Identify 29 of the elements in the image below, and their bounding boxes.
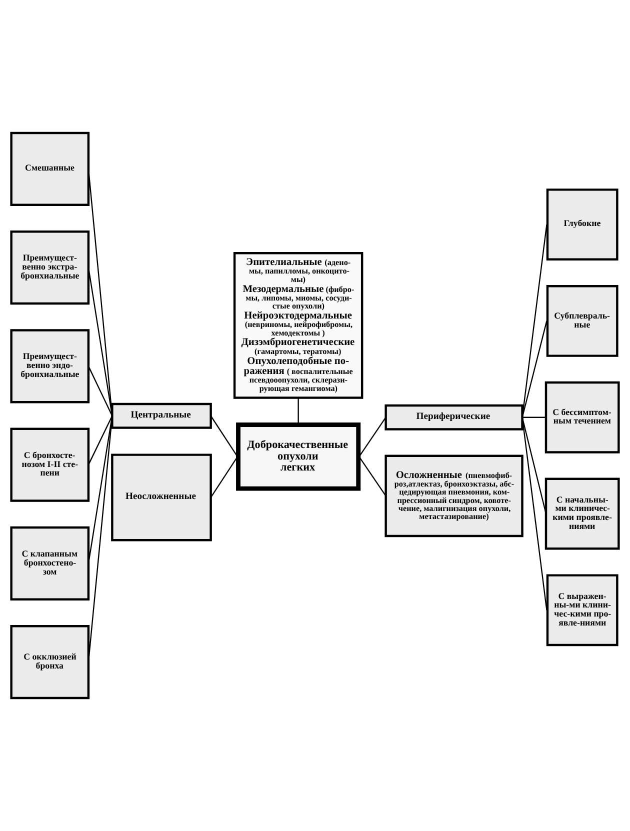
connector — [88, 416, 113, 466]
connector — [522, 416, 546, 418]
node-box: Неосложненные — [111, 454, 212, 542]
node-box: Субплевраль- ные — [546, 284, 618, 357]
connector — [522, 417, 548, 610]
connector — [522, 417, 547, 514]
node-box: Центральные — [111, 402, 212, 429]
connector — [88, 366, 113, 416]
node-box: С начальны- ми клиничес- кими проявле- ниями — [544, 478, 620, 550]
node-box: Осложненные (пневмофиб- роз,атлектаз, бронхоэктазы, абс- цедирующая пневмония, ком- прессионный синдром, ковоте- чение, малигнизация опухоли, метастазирование) — [384, 454, 524, 538]
connector — [358, 456, 386, 496]
node-box: С бессимптом- ным течением — [544, 381, 620, 454]
node-box: С окклюзией бронха — [10, 625, 90, 700]
node-box: Эпителиальные (адено- мы, папилломы, онкоцито- мы) Мезодермальные (фибро- мы, липомы, миомы, сосуди- стые опухоли) Нейроэктодермальные (невриномы, нейрофибромы, хемодектомы ) Дизэмбриогенетические (гамартомы, тератомы) Опухолеподобные по- ражения ( воспалительные псевдооопухоли, склерази- рующая гемангиома) — [233, 252, 364, 399]
connector — [522, 320, 548, 418]
node-box: Доброкачественные опухоли легких — [236, 422, 361, 491]
connector — [210, 456, 238, 498]
node-box: С выражен- ны-ми клини- чес-кими про- явле-ниями — [546, 574, 618, 646]
node-box: Периферические — [384, 404, 524, 430]
node-box: Преимущест- венно эндо- бронхиальные — [10, 329, 90, 404]
node-box: Смешанные — [10, 132, 90, 206]
node-box: Преимущест- венно экстра- бронхиальные — [10, 230, 90, 305]
node-box: Глубокне — [546, 188, 618, 261]
connector — [210, 416, 238, 457]
node-box: С клапанным бронхостено- зом — [10, 526, 90, 601]
connector — [358, 417, 386, 457]
connector — [298, 398, 299, 425]
connector — [522, 224, 548, 418]
node-box: С бронхосте- нозом I-II сте- пени — [10, 428, 90, 502]
